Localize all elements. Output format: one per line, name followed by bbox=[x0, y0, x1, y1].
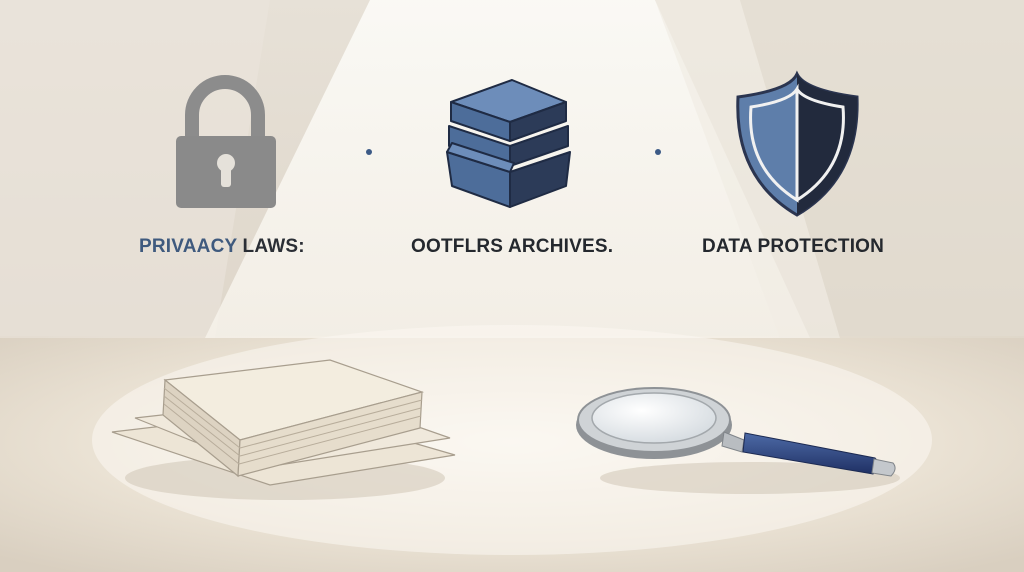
paper-stack-icon bbox=[111, 359, 456, 500]
label-privacy-laws: PRIVAACY LAWS: bbox=[139, 236, 305, 258]
label-data-protection: DATA PROTECTION bbox=[702, 236, 885, 257]
label-privacy-word: PRIVAACY bbox=[139, 236, 238, 257]
separator-dot bbox=[366, 149, 372, 155]
label-laws-word: LAWS: bbox=[237, 236, 305, 257]
padlock-icon bbox=[176, 75, 276, 208]
shield-icon bbox=[736, 70, 859, 217]
label-archives: OOTFLRS ARCHIVES. bbox=[411, 236, 614, 257]
separator-dot bbox=[655, 149, 661, 155]
stacked-boxes-icon bbox=[446, 79, 571, 208]
magnifying-glass-icon bbox=[576, 387, 900, 494]
